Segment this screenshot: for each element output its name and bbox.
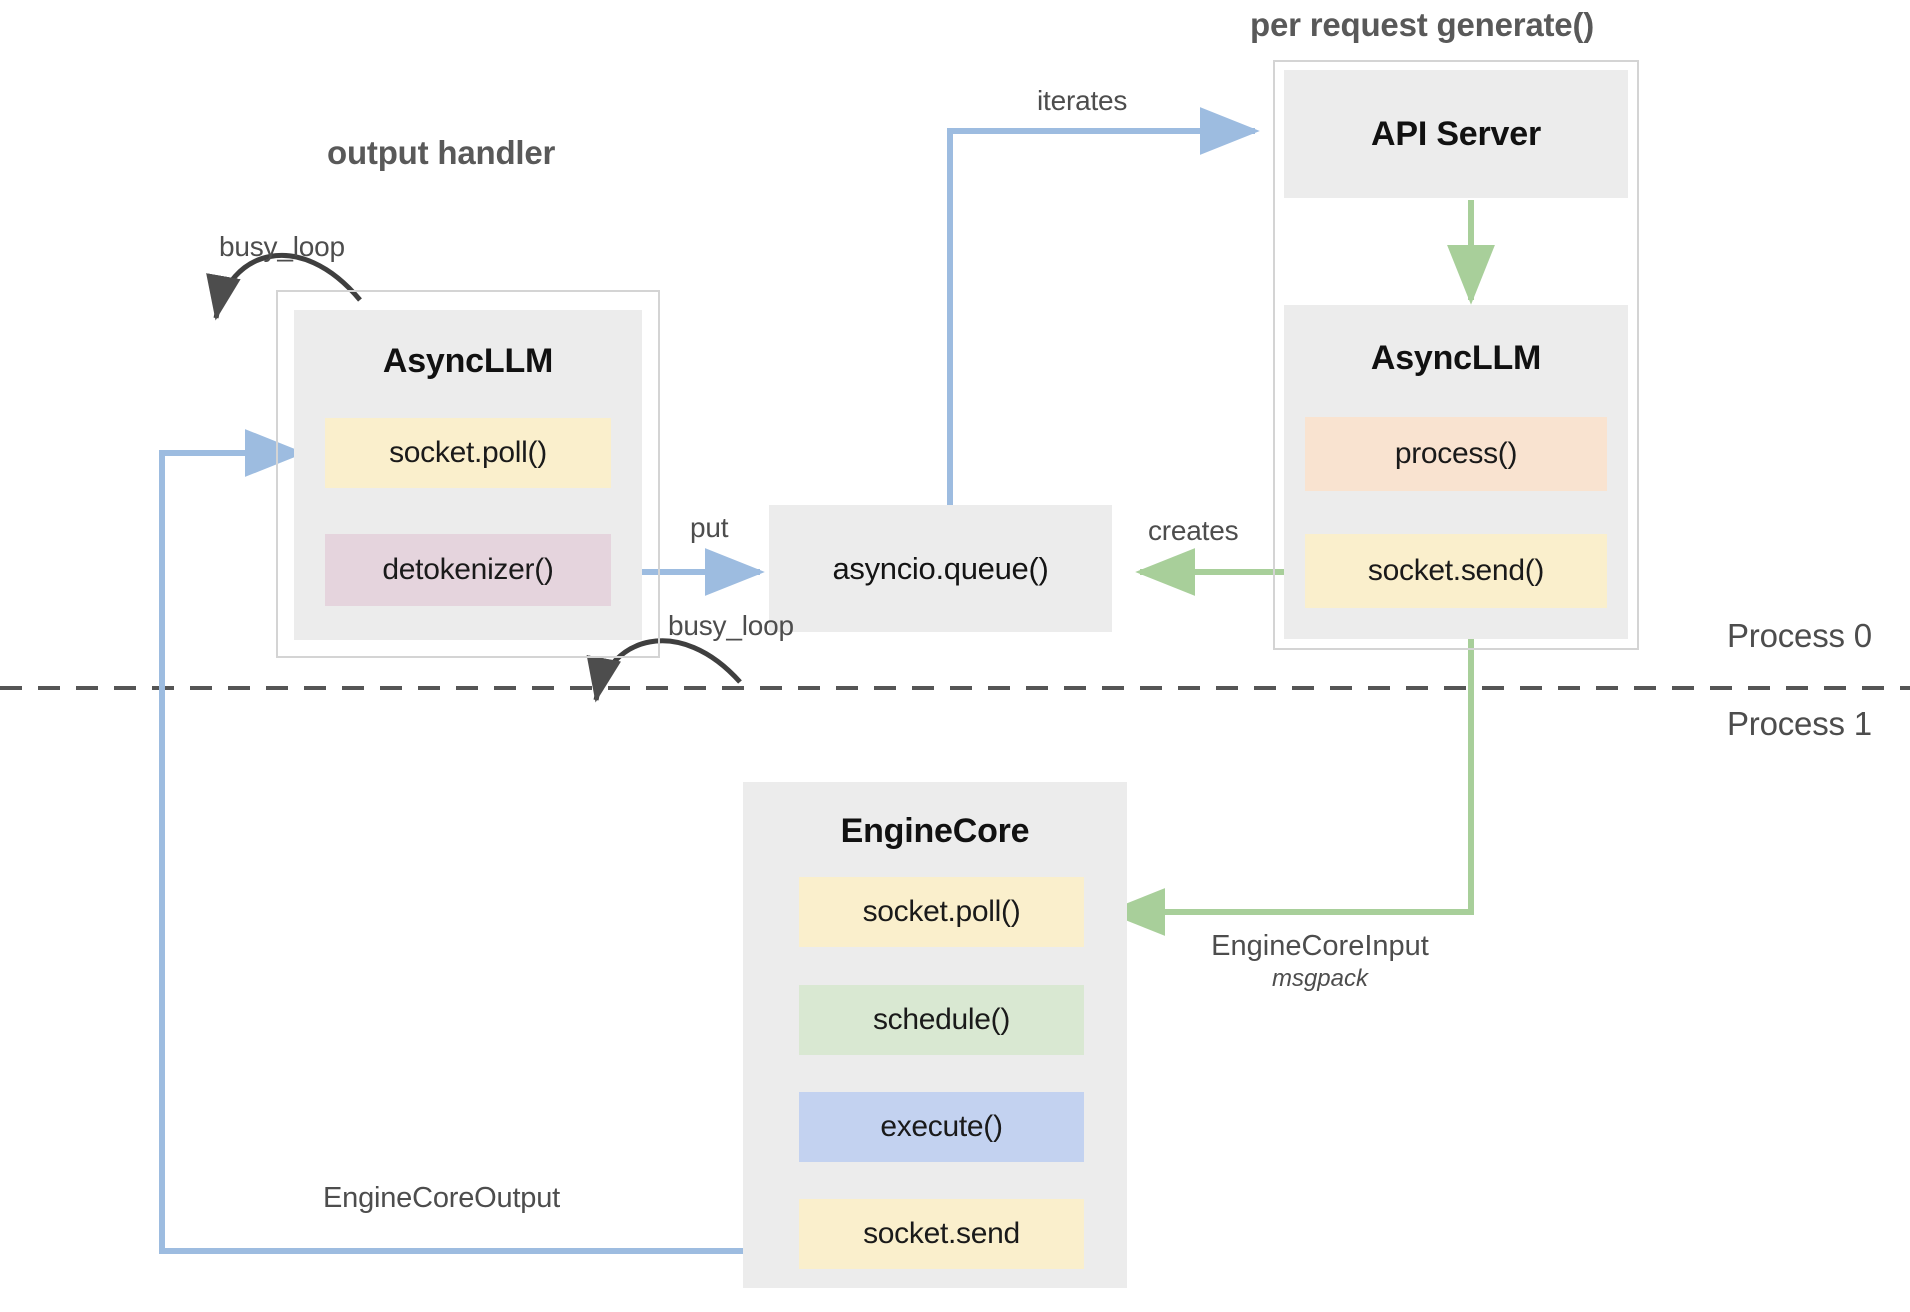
label-busy-loop-engine: busy_loop — [668, 610, 794, 641]
chip-engine-schedule[interactable]: schedule() — [799, 985, 1084, 1055]
label-put: put — [690, 512, 729, 543]
chip-engine-socket-poll[interactable]: socket.poll() — [799, 877, 1084, 947]
engine-core-input-main: EngineCoreInput — [1211, 930, 1429, 962]
engine-core-output-edge — [159, 429, 760, 1254]
api-server-panel — [1284, 70, 1628, 198]
output-handler-panel-title: AsyncLLM — [382, 341, 554, 380]
chip-output-handler-detokenizer[interactable]: detokenizer() — [325, 534, 611, 606]
engine-core-title: EngineCore — [840, 811, 1030, 850]
chip-engine-socket-send[interactable]: socket.send — [799, 1199, 1084, 1269]
label-engine-core-output: EngineCoreOutput — [323, 1182, 561, 1214]
process-label-bottom: Process 1 — [1727, 705, 1872, 742]
per-request-generate-group-outline — [1273, 60, 1639, 650]
busy-loop-arrow-left — [206, 252, 362, 321]
heading-output-handler: output handler — [327, 134, 556, 171]
api-server-title: API Server — [1371, 114, 1541, 153]
chip-api-process[interactable]: process() — [1305, 417, 1607, 491]
label-busy-loop-left: busy_loop — [219, 231, 345, 262]
output-handler-group-outline — [276, 290, 660, 658]
label-engine-core-input: EngineCoreInput msgpack — [1155, 930, 1485, 993]
process-label-top: Process 0 — [1727, 617, 1872, 654]
api-asyncllm-title: AsyncLLM — [1370, 338, 1542, 377]
busy-loop-arrow-engine — [586, 638, 742, 703]
iterates-edge — [947, 107, 1260, 508]
chip-api-socket-send[interactable]: socket.send() — [1305, 534, 1607, 608]
chip-engine-execute[interactable]: execute() — [799, 1092, 1084, 1162]
engine-core-input-edge — [1105, 596, 1474, 936]
label-creates: creates — [1148, 515, 1239, 546]
chip-output-handler-socket-poll[interactable]: socket.poll() — [325, 418, 611, 488]
label-iterates: iterates — [1037, 85, 1128, 116]
asyncio-queue-box[interactable]: asyncio.queue() — [769, 505, 1112, 632]
engine-core-input-sub: msgpack — [1271, 965, 1369, 993]
heading-per-request-generate: per request generate() — [1250, 6, 1595, 43]
